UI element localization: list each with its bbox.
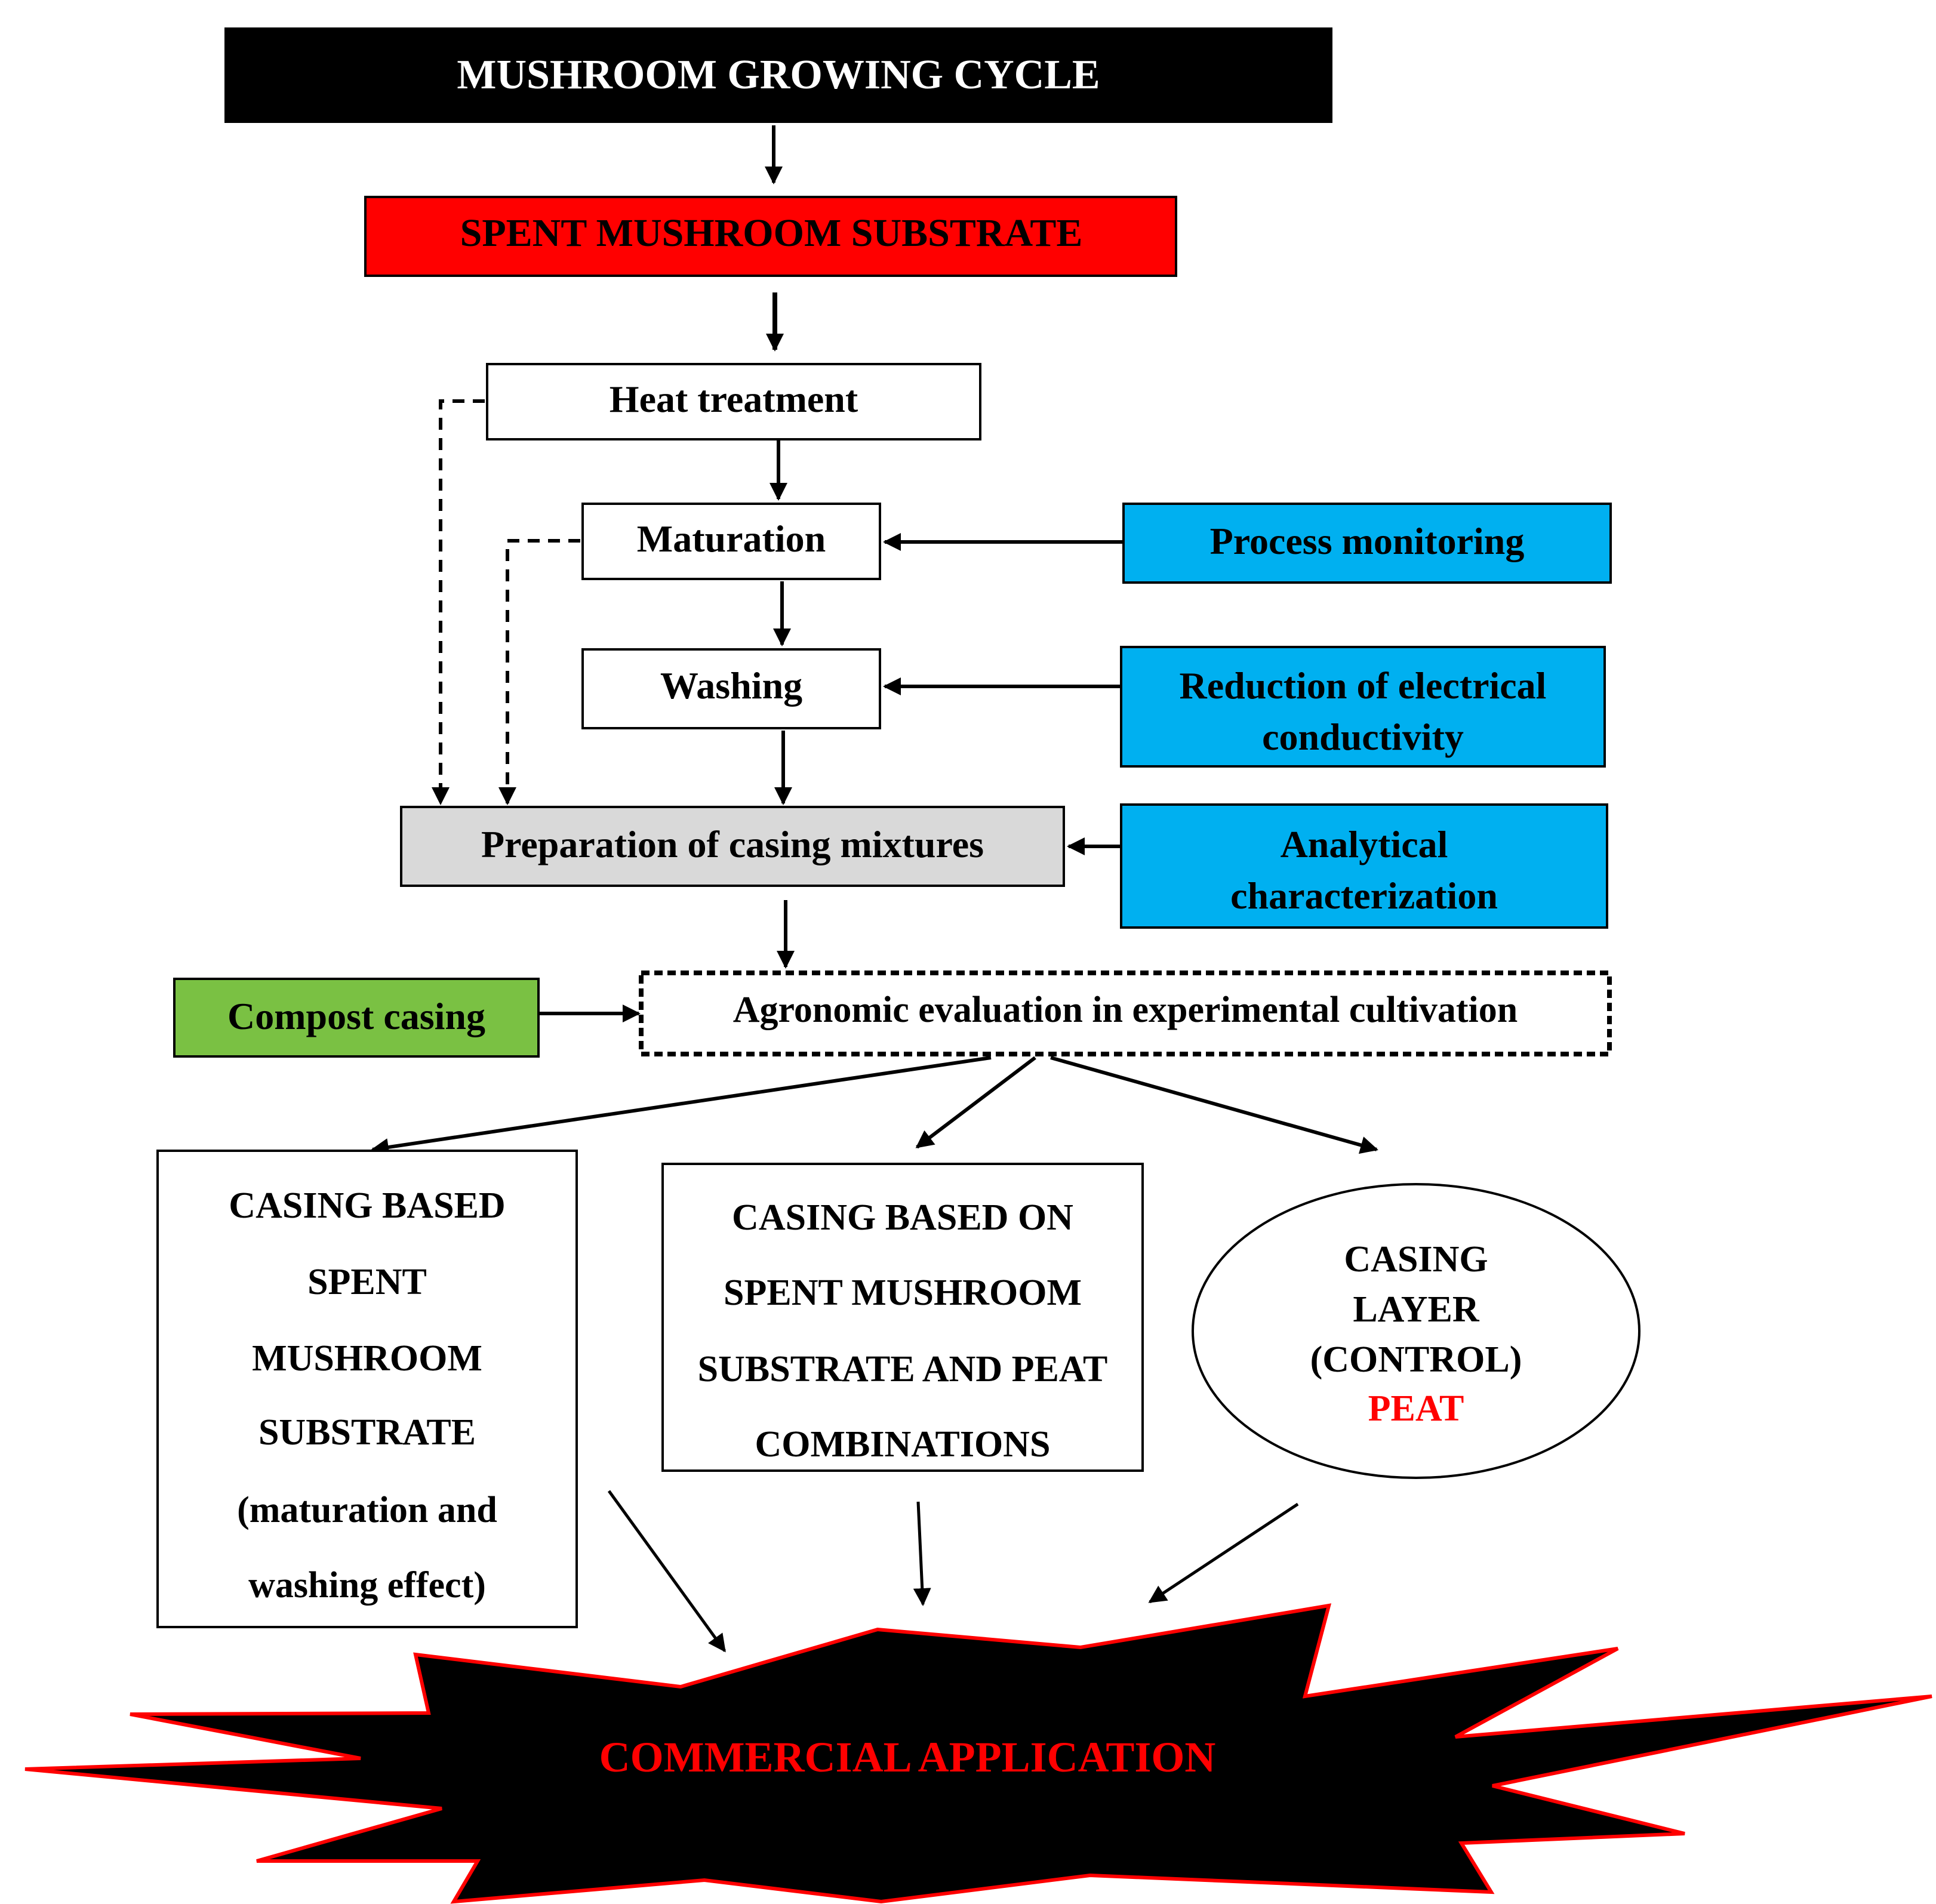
- outcome-combination-casing-box: CASING BASED ON SPENT MUSHROOM SUBSTRATE…: [661, 1163, 1144, 1472]
- reduction-label-line1: Reduction of electrical: [1180, 664, 1547, 707]
- analytical-label-line1: Analytical: [1281, 823, 1448, 865]
- sms-box: SPENT MUSHROOM SUBSTRATE: [364, 196, 1177, 277]
- outcome-sms-casing-line1: CASING BASED: [229, 1185, 505, 1226]
- outcome-control-line1: CASING: [1344, 1239, 1488, 1280]
- outcome-sms-casing-line3: MUSHROOM: [252, 1338, 482, 1379]
- compost-casing-box: Compost casing: [173, 978, 540, 1058]
- analytical-box: Analytical characterization: [1120, 803, 1608, 929]
- heat-treatment-label: Heat treatment: [610, 378, 858, 420]
- dashed-bypass-maturation: [498, 539, 580, 805]
- compost-casing-label: Compost casing: [227, 995, 485, 1037]
- agronomic-evaluation-label: Agronomic evaluation in experimental cul…: [733, 990, 1518, 1030]
- outcome-sms-casing-line2: SPENT: [307, 1262, 427, 1302]
- title-box: MUSHROOM GROWING CYCLE: [224, 27, 1332, 123]
- outcome-control-line2: LAYER: [1353, 1289, 1480, 1330]
- arrow-agronomic-to-combination-casing: [915, 1056, 1036, 1149]
- heat-treatment-box: Heat treatment: [486, 363, 981, 440]
- arrow-combination-to-commercial: [913, 1501, 931, 1606]
- analytical-label-line2: characterization: [1230, 874, 1498, 917]
- arrow-agronomic-to-sms-casing: [371, 1056, 992, 1156]
- agronomic-evaluation-box: Agronomic evaluation in experimental cul…: [639, 971, 1612, 1056]
- outcome-control-peat: PEAT: [1368, 1388, 1464, 1429]
- maturation-label: Maturation: [637, 517, 826, 560]
- commercial-application-label: COMMERCIAL APPLICATION: [599, 1733, 1216, 1781]
- outcome-control-ellipse: CASING LAYER (CONTROL) PEAT: [1192, 1183, 1640, 1479]
- reduction-label-line2: conductivity: [1262, 716, 1464, 758]
- preparation-label: Preparation of casing mixtures: [481, 823, 984, 865]
- washing-box: Washing: [581, 648, 881, 729]
- commercial-application-burst: COMMERCIAL APPLICATION: [24, 1603, 1932, 1904]
- outcome-combination-line1: CASING BASED ON: [732, 1197, 1073, 1238]
- outcome-sms-casing-line5: (maturation and: [237, 1490, 497, 1530]
- arrow-control-to-commercial: [1148, 1502, 1299, 1604]
- outcome-combination-line3: SUBSTRATE AND PEAT: [698, 1349, 1108, 1390]
- washing-label: Washing: [660, 664, 802, 707]
- arrow-agronomic-to-control-casing: [1050, 1056, 1378, 1154]
- dashed-bypass-heat: [432, 399, 485, 805]
- process-monitoring-label: Process monitoring: [1210, 520, 1525, 562]
- reduction-box: Reduction of electrical conductivity: [1120, 646, 1606, 768]
- preparation-box: Preparation of casing mixtures: [400, 806, 1065, 887]
- outcome-combination-line2: SPENT MUSHROOM: [724, 1273, 1082, 1313]
- outcome-combination-line4: COMBINATIONS: [755, 1424, 1051, 1465]
- outcome-sms-casing-line6: washing effect): [248, 1565, 486, 1606]
- sms-label: SPENT MUSHROOM SUBSTRATE: [460, 211, 1083, 255]
- title-text: MUSHROOM GROWING CYCLE: [457, 52, 1100, 98]
- arrow-sms-casing-to-commercial: [607, 1490, 727, 1653]
- process-monitoring-box: Process monitoring: [1122, 503, 1612, 584]
- outcome-sms-casing-line4: SUBSTRATE: [258, 1412, 476, 1453]
- outcome-control-line3: (CONTROL): [1310, 1339, 1522, 1380]
- outcome-sms-casing-box: CASING BASED SPENT MUSHROOM SUBSTRATE (m…: [156, 1150, 578, 1628]
- maturation-box: Maturation: [581, 503, 881, 580]
